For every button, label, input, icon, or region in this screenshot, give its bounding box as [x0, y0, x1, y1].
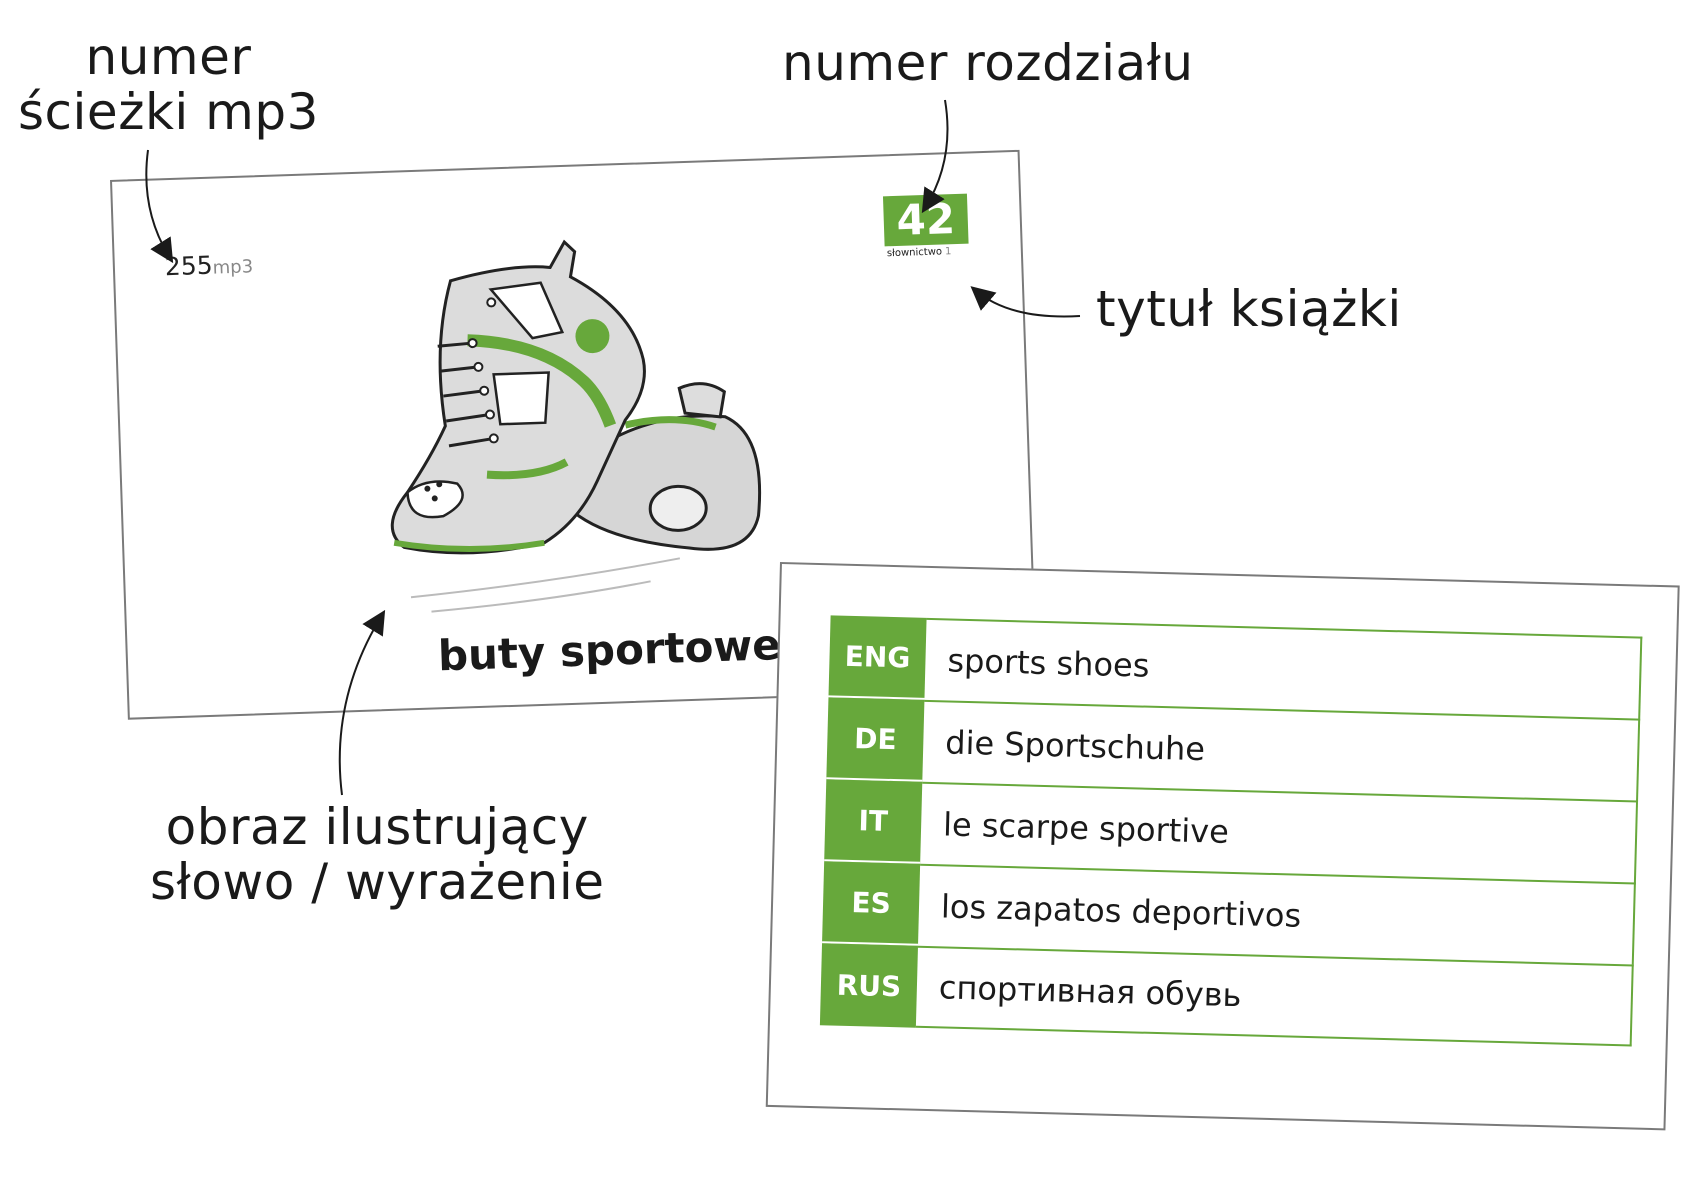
translation-table: ENG sports shoes DE die Sportschuhe IT l… [819, 615, 1643, 1047]
language-code: IT [824, 779, 923, 864]
label-track-number: numer ścieżki mp3 [18, 30, 319, 140]
book-title-text: słownictwo [886, 246, 943, 260]
label-track-line-2: ścieżki mp3 [18, 83, 319, 141]
track-number-value: 255 [164, 250, 214, 282]
translation-text: спортивная обувь [915, 945, 1634, 1047]
label-image-line-2: słowo / wyrażenie [150, 853, 605, 911]
track-suffix: mp3 [212, 256, 254, 279]
language-code: ES [822, 861, 921, 946]
label-book-title: tytuł książki [1096, 280, 1402, 338]
label-track-line-1: numer [85, 28, 252, 86]
language-code: RUS [819, 943, 919, 1028]
label-illustration: obraz ilustrujący słowo / wyrażenie [150, 800, 605, 910]
flashcard-word: buty sportowe [437, 620, 782, 681]
flashcard-back: ENG sports shoes DE die Sportschuhe IT l… [765, 562, 1680, 1131]
track-number: 255mp3 [164, 249, 254, 282]
language-code: ENG [828, 615, 927, 700]
label-image-line-1: obraz ilustrujący [165, 798, 589, 856]
label-chapter-number: numer rozdziału [782, 34, 1194, 92]
sneakers-illustration-icon [338, 214, 802, 630]
chapter-number-badge: 42 [882, 193, 969, 247]
language-code: DE [826, 697, 925, 782]
book-volume: 1 [944, 246, 952, 258]
